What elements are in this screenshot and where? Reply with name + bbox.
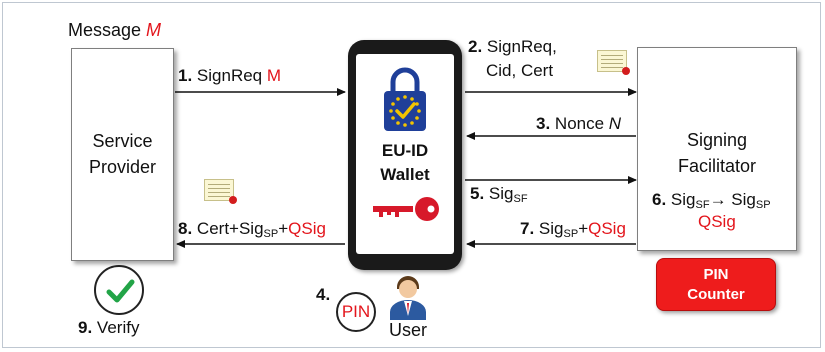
eu-id-wallet-phone: EU-ID Wallet bbox=[348, 40, 462, 270]
signing-facilitator-box: Signing Facilitator 6. SigSF→ SigSP QSig bbox=[637, 47, 797, 251]
checkmark-icon bbox=[106, 279, 135, 303]
step6-qsig: QSig bbox=[698, 212, 736, 231]
pin-circle: PIN bbox=[336, 292, 376, 332]
verify-circle bbox=[94, 265, 144, 315]
step7-label: 7. SigSP+QSig bbox=[520, 219, 626, 240]
step2-label-line1: 2. SignReq, bbox=[468, 37, 557, 56]
user-icon bbox=[390, 276, 426, 320]
eu-lock-icon bbox=[384, 67, 426, 131]
pin-counter-box: PIN Counter bbox=[656, 258, 776, 311]
pin-counter-line2: Counter bbox=[687, 286, 745, 303]
step1-label: 1. SignReq M bbox=[178, 66, 282, 85]
wallet-title-line2: Wallet bbox=[380, 165, 430, 184]
step4-number: 4. bbox=[316, 285, 331, 304]
step2-label-line2: Cid, Cert bbox=[486, 61, 554, 80]
user-label: User bbox=[389, 320, 428, 340]
diagram-frame bbox=[2, 2, 821, 348]
service-provider-box: Service Provider bbox=[71, 48, 174, 261]
step3-label: 3. Nonce N bbox=[536, 114, 622, 133]
signing-facilitator-line2: Facilitator bbox=[677, 156, 757, 176]
wallet-screen: EU-ID Wallet bbox=[356, 54, 454, 254]
certificate-icon bbox=[597, 50, 630, 75]
signing-facilitator-line1: Signing bbox=[686, 130, 748, 150]
message-label: Message M bbox=[68, 20, 162, 40]
key-icon bbox=[373, 197, 439, 221]
certificate-icon bbox=[204, 179, 237, 204]
wallet-title-line1: EU-ID bbox=[381, 141, 429, 160]
service-provider-line1: Service bbox=[92, 131, 153, 151]
step6-label: 6. SigSF→ SigSP bbox=[652, 190, 771, 211]
step5-label: 5. SigSF bbox=[470, 184, 528, 205]
step9-label: 9. Verify bbox=[78, 318, 140, 337]
service-provider-line2: Provider bbox=[88, 157, 157, 177]
pin-counter-line1: PIN bbox=[703, 266, 729, 283]
step8-label: 8. Cert+SigSP+QSig bbox=[178, 219, 326, 240]
